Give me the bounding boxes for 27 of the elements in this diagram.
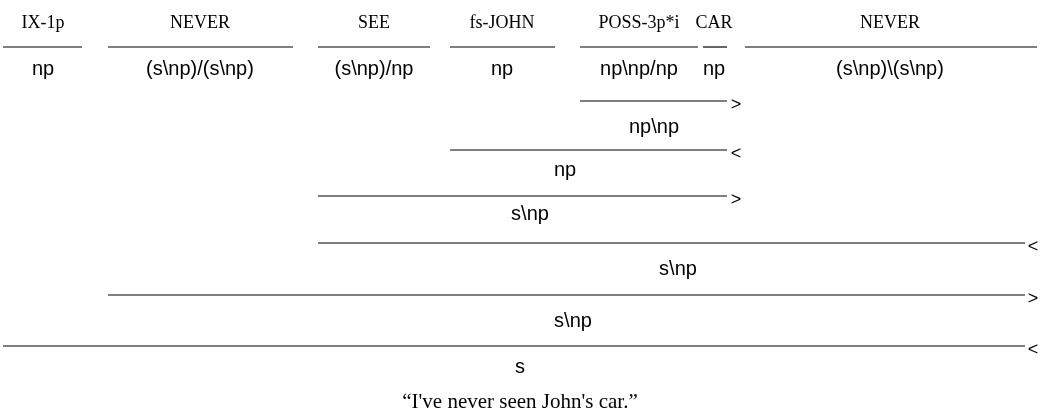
category-label: np [553,159,577,179]
category-label: np [490,58,514,78]
category-label: (s\np)\(s\np) [836,58,944,78]
category-label: (s\np)/(s\np) [146,58,254,78]
combinator-symbol: > [730,190,742,208]
gloss-word: CAR [695,13,733,31]
gloss-word: SEE [358,13,390,31]
combinator-symbol: < [730,144,742,162]
gloss-word: NEVER [170,13,230,31]
category-label: (s\np)/np [334,58,414,78]
gloss-word: IX-1p [21,13,65,31]
gloss-word: NEVER [860,13,920,31]
category-label: np [31,58,55,78]
category-label: s\np [511,203,549,223]
combinator-symbol: > [730,95,742,113]
combinator-symbol: < [1027,340,1039,358]
category-label: np\np [628,116,680,136]
caption: “I've never seen John's car.” [402,390,638,412]
gloss-word: fs-JOHN [469,13,535,31]
category-label: s\np [554,310,592,330]
combinator-symbol: > [1027,289,1039,307]
category-label: np\np/np [600,58,678,78]
combinator-symbol: < [1027,237,1039,255]
category-label: s\np [659,258,697,278]
category-label: np [702,58,726,78]
category-label: s [515,356,525,376]
gloss-word: POSS-3p*i [598,13,680,31]
